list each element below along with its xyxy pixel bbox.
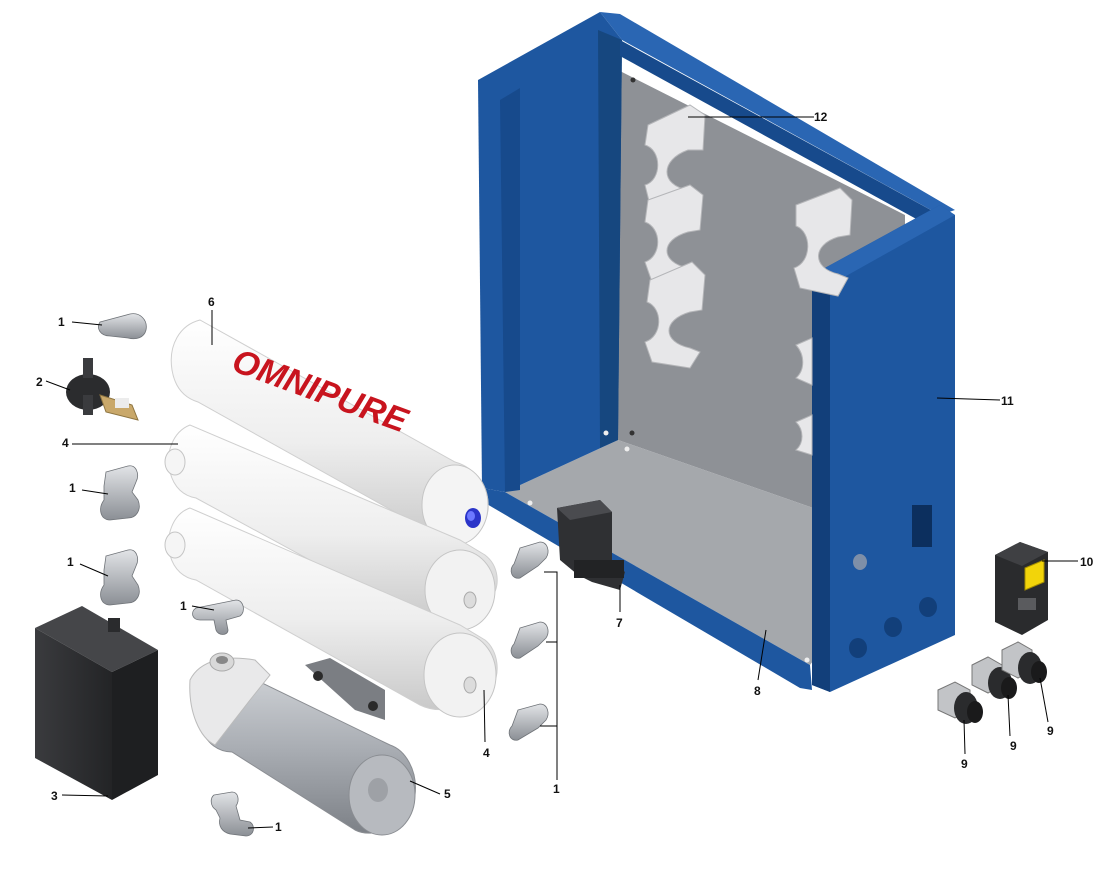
callout-1-mid-b: 1: [67, 555, 74, 569]
cabinet-floor: [505, 440, 905, 665]
cabinet-cutout: [912, 505, 932, 547]
callout-9-c: 9: [1047, 724, 1054, 738]
callout-1-right: 1: [553, 782, 560, 796]
cartridge-clips: [644, 104, 853, 456]
leader-lines: [45, 116, 1078, 829]
electrical-box: [35, 606, 158, 800]
callout-1-top: 1: [58, 315, 65, 329]
callout-2: 2: [36, 375, 43, 389]
bulkhead-fittings: [937, 641, 1047, 724]
callout-9-a: 9: [961, 757, 968, 771]
callout-3: 3: [51, 789, 58, 803]
callout-6: 6: [208, 295, 215, 309]
solenoid-valve: [557, 500, 625, 590]
bottom-cartridge: [164, 507, 498, 718]
callout-9-b: 9: [1010, 739, 1017, 753]
callout-4-top: 4: [62, 436, 69, 450]
callout-12: 12: [814, 110, 828, 124]
callout-1-bottom: 1: [275, 820, 282, 834]
callout-4-bottom: 4: [483, 746, 490, 760]
callout-1-mid-a: 1: [69, 481, 76, 495]
pump: [189, 652, 416, 836]
cabinet-right-wall: [812, 205, 955, 692]
callout-labels: 1 2 4 1 1 1 3 1 6 5 4 1 7 8 9 9 9 10 11 …: [36, 110, 1094, 834]
fittings: [98, 313, 549, 837]
cabinet-top-rail: [600, 12, 955, 215]
callout-5: 5: [444, 787, 451, 801]
cabinet-frame: [478, 12, 955, 692]
callout-8: 8: [754, 684, 761, 698]
middle-cartridge: [164, 424, 498, 631]
callout-7: 7: [616, 616, 623, 630]
callout-1-small: 1: [180, 599, 187, 613]
check-valve: [66, 358, 139, 421]
rocker-switch: [995, 542, 1048, 635]
callout-10: 10: [1080, 555, 1094, 569]
callout-11: 11: [1001, 394, 1014, 408]
